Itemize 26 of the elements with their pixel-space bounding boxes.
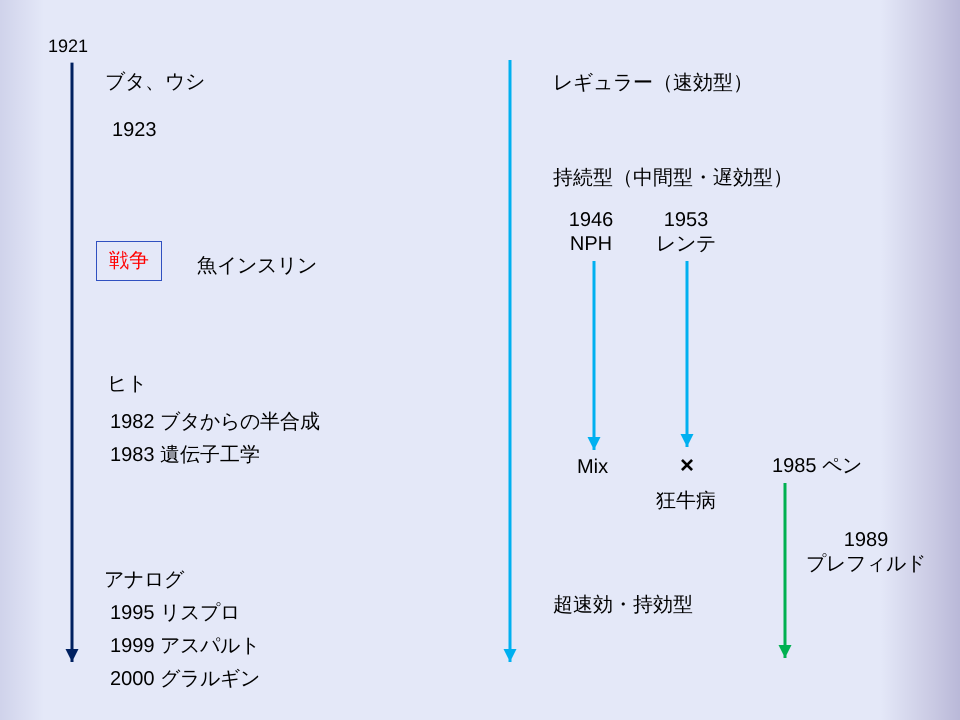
timeline-entry: 1983 遺伝子工学 bbox=[110, 443, 260, 467]
timeline-entry: 1995 リスプロ bbox=[110, 601, 240, 625]
insulin-type-text: 1953 レンテ bbox=[650, 208, 722, 256]
arrow bbox=[778, 483, 792, 658]
timeline-entry: 1923 bbox=[112, 118, 156, 142]
arrow bbox=[588, 261, 600, 450]
mix-text: Mix bbox=[577, 455, 608, 479]
timeline-arrow bbox=[66, 62, 78, 662]
group-heading: アナログ bbox=[104, 568, 184, 592]
caption-text: 狂牛病 bbox=[656, 489, 716, 513]
event-box: 戦争 bbox=[96, 241, 162, 281]
timeline-entry: 1999 アスパルト bbox=[110, 634, 260, 658]
group-heading: レギュラー（速効型） bbox=[553, 71, 753, 95]
pen-year-text: 1985 ペン bbox=[772, 454, 862, 478]
insulin-type-text: 1946 NPH bbox=[563, 208, 619, 256]
timeline-entry: 2000 グラルギン bbox=[110, 667, 260, 691]
timeline-entry: 1982 ブタからの半合成 bbox=[110, 410, 320, 434]
group-heading: 超速効・持効型 bbox=[553, 593, 693, 617]
group-heading: ヒト bbox=[107, 372, 147, 396]
group-heading: 持続型（中間型・遅効型） bbox=[553, 166, 793, 190]
arrow bbox=[680, 261, 694, 447]
note-text: 魚インスリン bbox=[197, 254, 317, 278]
cross-mark: × bbox=[680, 452, 694, 481]
year-text: 1921 bbox=[48, 36, 88, 58]
edge-label: 1989 プレフィルド bbox=[805, 528, 927, 576]
group-heading: ブタ、ウシ bbox=[105, 70, 205, 94]
